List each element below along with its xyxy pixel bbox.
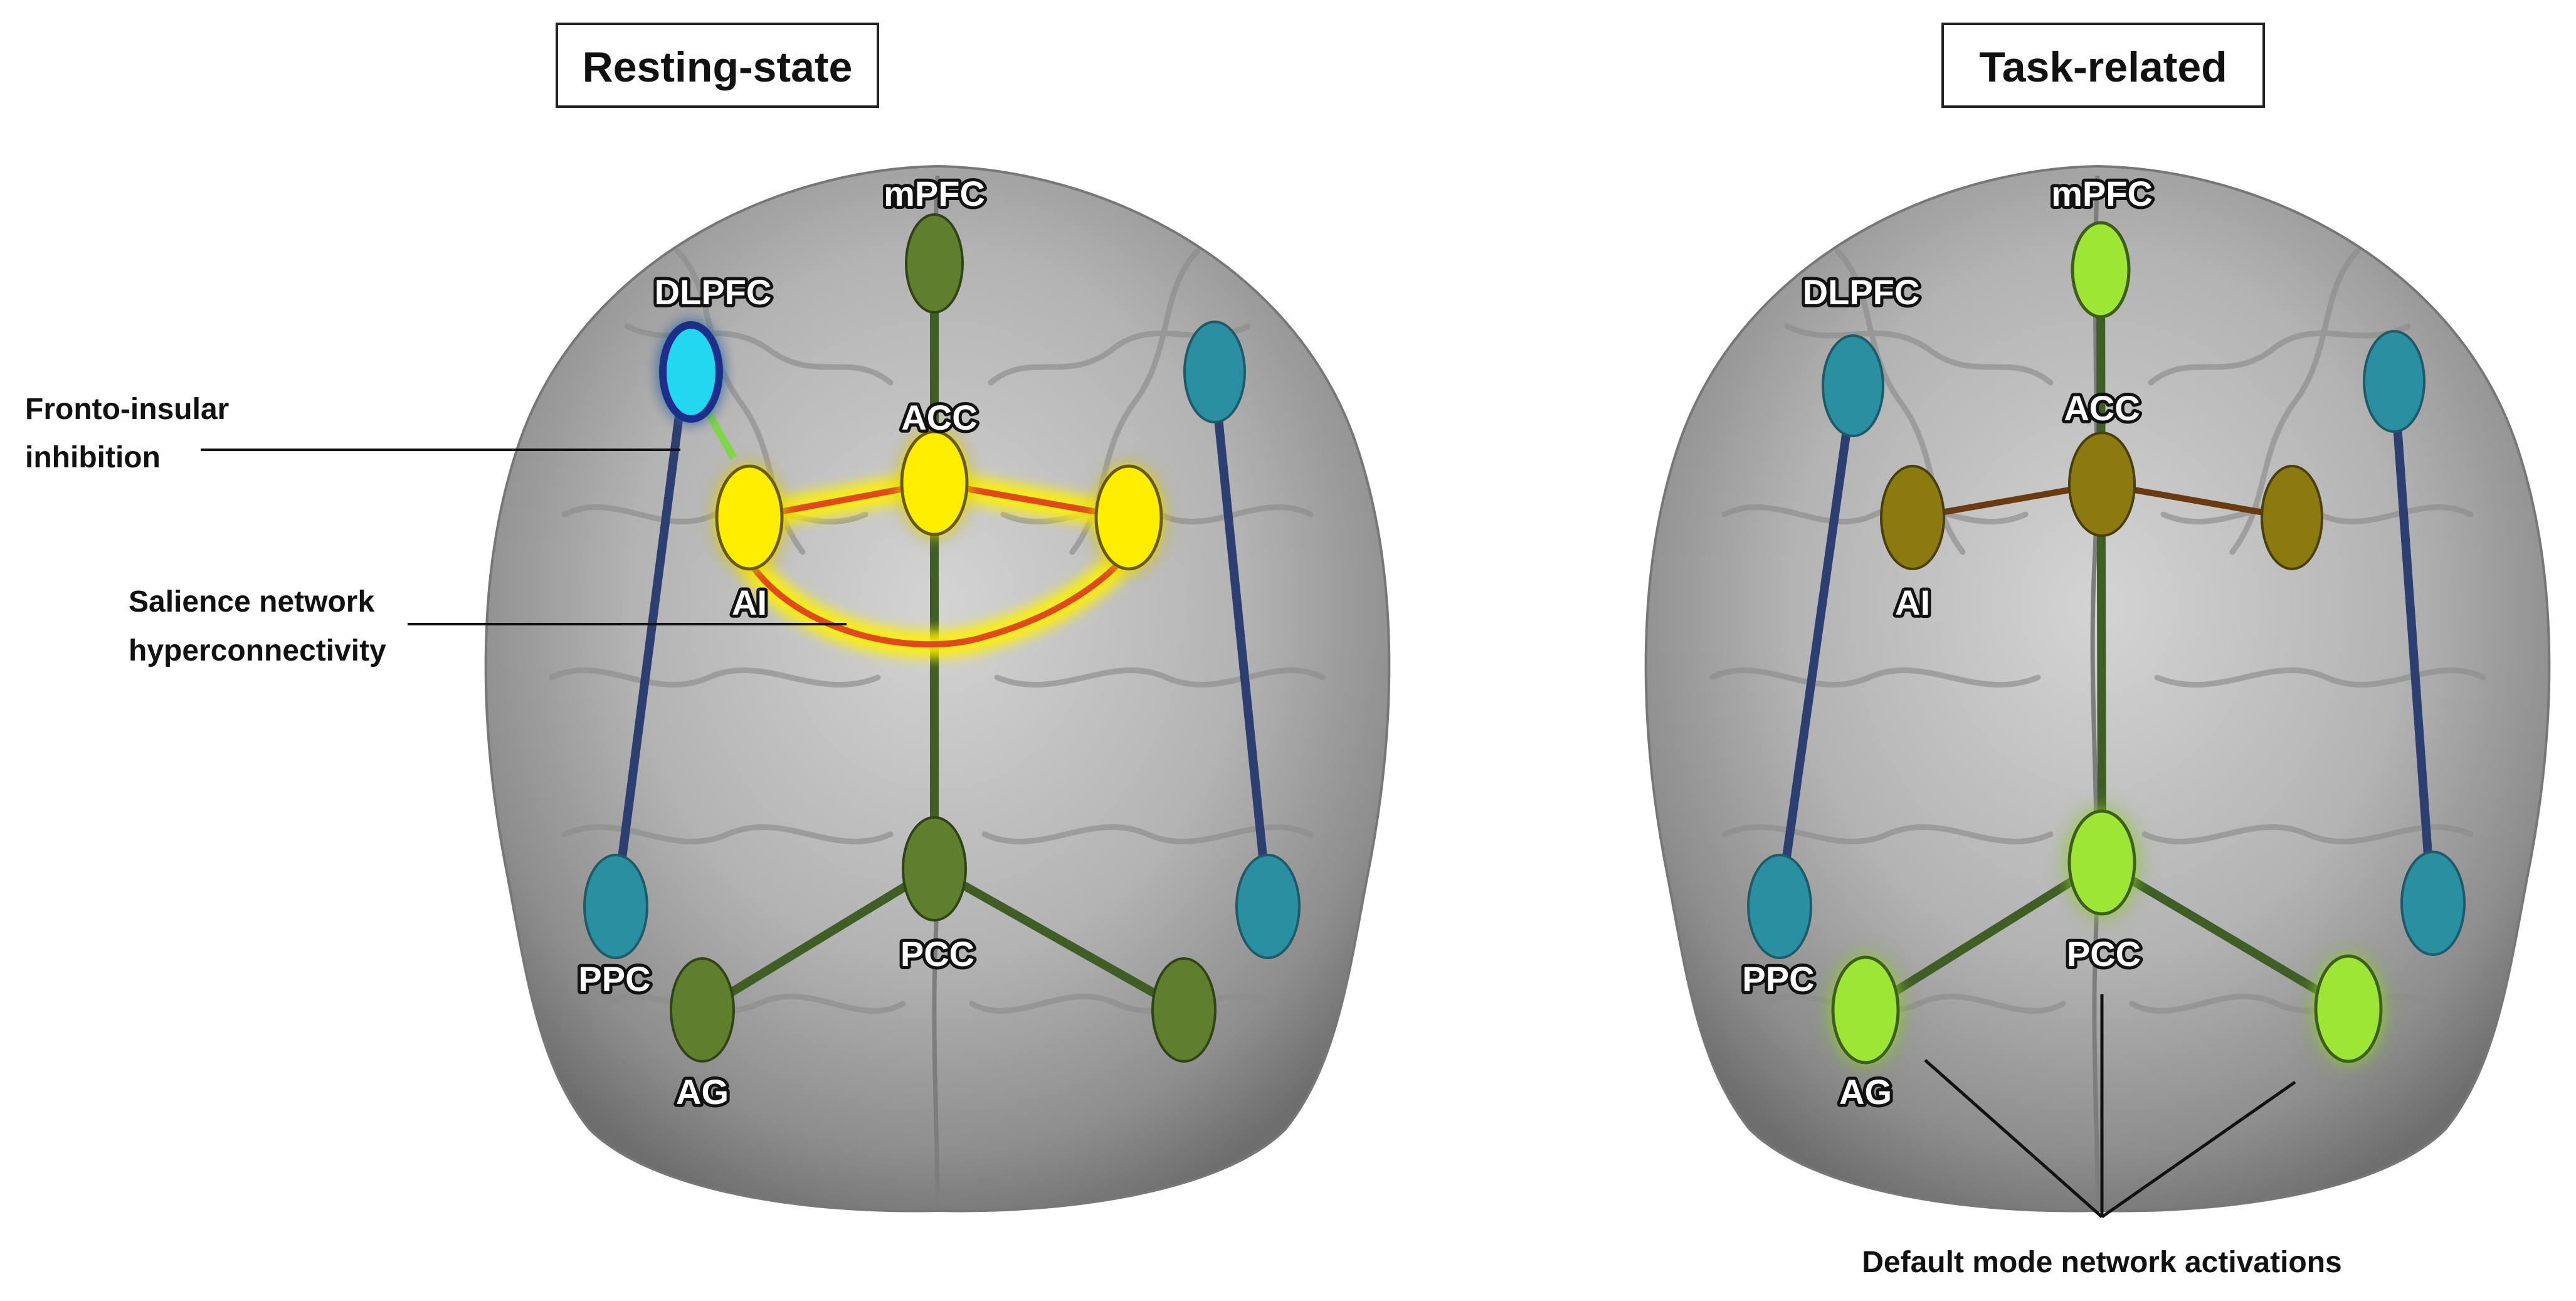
task-link-pcc-ag-right (2099, 858, 2351, 1013)
resting-link-dlpfc-ppc-left (611, 381, 688, 907)
resting-link-dlpfc-ppc-right (1210, 381, 1272, 907)
task-node-ag-right (2314, 954, 2383, 1063)
task-related-panel: Task-related (1644, 23, 2551, 1279)
resting-label-ag: AG (676, 1072, 729, 1112)
task-title: Task-related (1979, 43, 2227, 91)
task-node-ai-right (2261, 465, 2323, 570)
resting-link-dlpfc-ai (702, 406, 737, 460)
resting-label-ai: AI (732, 583, 767, 622)
salience-line-2: hyperconnectivity (129, 634, 386, 667)
resting-node-ai-left (715, 464, 784, 571)
resting-state-panel: Resting-state (25, 23, 1391, 1213)
resting-link-pcc-ag-right (932, 864, 1186, 1014)
task-label-ai: AI (1895, 583, 1930, 622)
task-link-pcc-ag-left (1863, 859, 2104, 1014)
resting-node-acc (900, 430, 969, 536)
task-link-mpfc-pcc (2096, 280, 2106, 863)
resting-title: Resting-state (583, 43, 853, 91)
salience-annotation: Salience network hyperconnectivity (129, 585, 847, 667)
resting-node-ai-right (1094, 464, 1163, 571)
resting-node-ppc-right (1235, 854, 1301, 959)
resting-node-ag-right (1151, 957, 1217, 1063)
resting-link-pcc-ag-left (700, 865, 937, 1014)
resting-label-pcc: PCC (900, 934, 974, 974)
task-node-dlpfc-right (2363, 330, 2426, 433)
task-node-ag-left (1831, 955, 1900, 1065)
task-node-ppc-left (1747, 854, 1812, 959)
task-label-dlpfc: DLPFC (1803, 272, 1920, 312)
dmn-leader-left (1924, 1059, 2103, 1218)
task-link-dlpfc-ppc-right (2390, 381, 2437, 926)
fronto-insular-line-1: Fronto-insular (25, 393, 229, 426)
default-mode-annotation: Default mode network activations (1862, 994, 2342, 1279)
task-label-pcc: PCC (2067, 934, 2141, 974)
resting-node-dlpfc-left (659, 321, 723, 423)
task-label-acc: ACC (2064, 388, 2140, 428)
resting-label-dlpfc: DLPFC (655, 272, 772, 312)
resting-label-mpfc: mPFC (884, 174, 985, 213)
task-label-mpfc: mPFC (2051, 174, 2153, 213)
resting-label-acc: ACC (901, 398, 977, 437)
resting-node-ag-left (670, 957, 735, 1063)
task-label-ppc: PPC (1742, 959, 1814, 999)
task-label-ag: AG (1839, 1072, 1892, 1112)
resting-node-dlpfc-right (1183, 321, 1246, 423)
resting-node-ppc-left (583, 854, 648, 959)
task-node-mpfc (2071, 221, 2131, 319)
task-node-dlpfc-left (1822, 334, 1884, 437)
salience-line-1: Salience network (129, 585, 374, 619)
resting-node-pcc (902, 816, 967, 921)
task-node-acc (2068, 432, 2136, 537)
default-mode-label: Default mode network activations (1862, 1246, 2342, 1279)
task-node-pcc (2067, 809, 2136, 916)
resting-title-box (556, 23, 879, 108)
task-title-box (1941, 23, 2265, 108)
resting-node-mpfc (905, 213, 964, 314)
dmn-leader-right (2101, 1080, 2296, 1219)
resting-label-ppc: PPC (578, 959, 650, 999)
task-link-dlpfc-ppc-left (1775, 385, 1857, 907)
task-node-ppc-right (2400, 851, 2466, 956)
task-node-ai-left (1880, 465, 1945, 570)
fronto-insular-annotation: Fronto-insular inhibition (25, 393, 680, 474)
fronto-insular-line-2: inhibition (25, 441, 161, 474)
